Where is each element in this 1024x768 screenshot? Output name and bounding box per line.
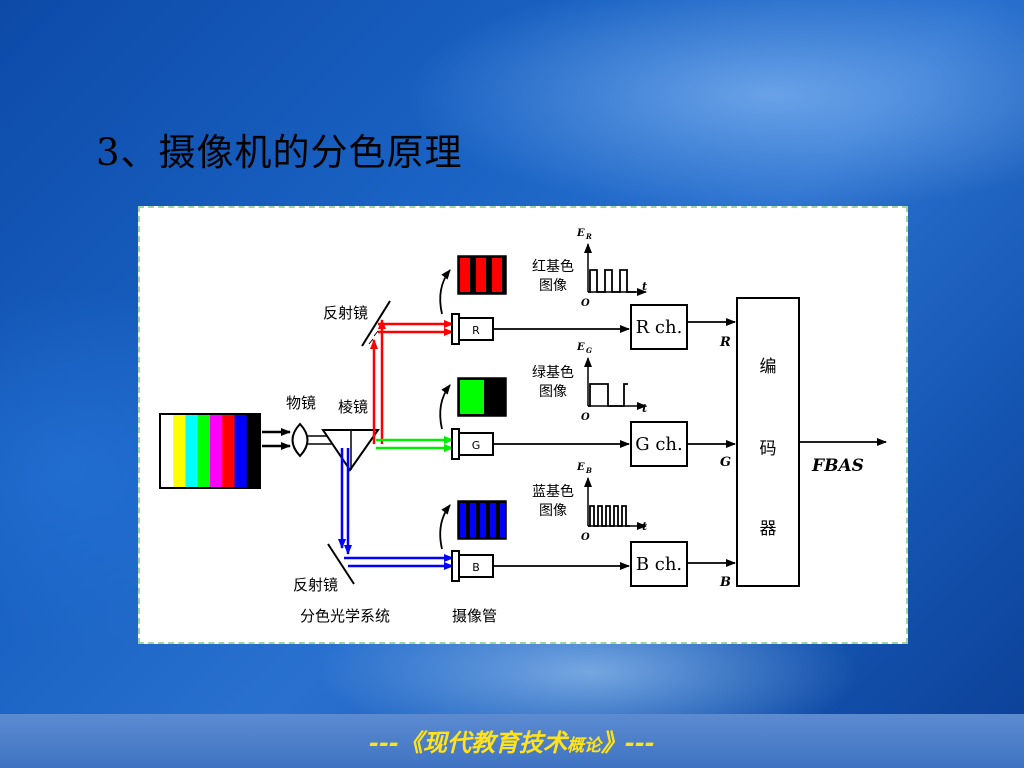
red-image-swatch	[457, 255, 507, 295]
bottom-mirror-label: 反射镜	[293, 576, 338, 594]
red-light-path	[370, 319, 454, 444]
output-label-g: G	[720, 455, 731, 470]
color-bar	[161, 415, 174, 487]
svg-text:t: t	[642, 280, 647, 293]
prism-icon	[321, 429, 380, 472]
encoder-box: 编 码 器	[736, 297, 800, 587]
green-image-label: 绿基色	[532, 364, 574, 381]
svg-text:E: E	[576, 462, 585, 473]
slide-title: 3、摄像机的分色原理	[96, 131, 463, 174]
svg-text:图像: 图像	[539, 503, 567, 519]
svg-text:器: 器	[760, 519, 777, 539]
svg-text:E: E	[576, 228, 585, 239]
svg-text:t: t	[642, 520, 647, 533]
red-waveform: E R O t	[576, 228, 647, 309]
fbas-label: FBAS	[811, 456, 864, 476]
channel-label: B ch.	[636, 554, 682, 575]
objective-lens-icon	[291, 422, 309, 458]
curved-arrow-icon	[439, 504, 451, 550]
color-bar	[210, 415, 223, 487]
bottom-mirror	[327, 543, 355, 585]
color-bar	[222, 415, 235, 487]
tube-label: R	[472, 324, 480, 337]
blue-waveform: E B O t	[576, 462, 647, 543]
color-bar	[234, 415, 248, 487]
svg-text:R: R	[585, 232, 592, 241]
top-mirror-label: 反射镜	[323, 304, 368, 322]
red-camera-tube: R	[451, 313, 494, 345]
svg-text:E: E	[576, 342, 585, 353]
output-label-r: R	[719, 335, 731, 350]
color-bar	[197, 415, 211, 487]
blue-image-swatch	[457, 500, 507, 540]
channel-label: G ch.	[635, 434, 683, 455]
red-image-label: 红基色	[532, 258, 574, 275]
objective-lens-label: 物镜	[286, 394, 316, 412]
color-bar	[246, 415, 260, 487]
svg-text:O: O	[581, 532, 590, 543]
color-bar	[185, 415, 199, 487]
blue-light-path	[338, 448, 454, 570]
camera-tube-label: 摄像管	[452, 607, 497, 625]
svg-text:B: B	[585, 466, 592, 475]
top-mirror	[361, 300, 391, 347]
footer-title: ---《现代教育技术概论》---	[369, 729, 655, 757]
svg-text:图像: 图像	[539, 384, 567, 400]
svg-text:O: O	[581, 412, 590, 423]
green-camera-tube: G	[451, 428, 494, 460]
output-label-b: B	[719, 575, 731, 590]
curved-arrow-icon	[439, 269, 451, 315]
tube-label: B	[472, 561, 480, 574]
svg-text:图像: 图像	[539, 278, 567, 294]
blue-channel-box: B ch.	[630, 541, 688, 587]
green-waveform: E G O t	[576, 342, 647, 423]
green-channel-box: G ch.	[630, 421, 688, 467]
svg-text:t: t	[642, 402, 647, 415]
svg-text:O: O	[581, 298, 590, 309]
tube-label: G	[472, 439, 481, 452]
svg-text:编: 编	[760, 357, 777, 377]
footer-bar	[0, 714, 1024, 768]
blue-image-label: 蓝基色	[532, 483, 574, 500]
optical-system-label: 分色光学系统	[300, 607, 390, 625]
red-channel-box: R ch.	[630, 304, 688, 350]
green-light-path	[376, 436, 454, 452]
prism-label: 棱镜	[338, 398, 368, 416]
color-bar	[173, 415, 186, 487]
svg-text:码: 码	[760, 439, 777, 459]
color-separation-diagram: 物镜 棱镜 反射镜	[138, 206, 908, 644]
svg-text:G: G	[586, 346, 592, 355]
color-bar-pattern	[159, 413, 261, 489]
green-image-swatch	[457, 377, 507, 417]
channel-label: R ch.	[636, 317, 683, 338]
blue-camera-tube: B	[451, 550, 494, 582]
curved-arrow-icon	[439, 384, 451, 430]
